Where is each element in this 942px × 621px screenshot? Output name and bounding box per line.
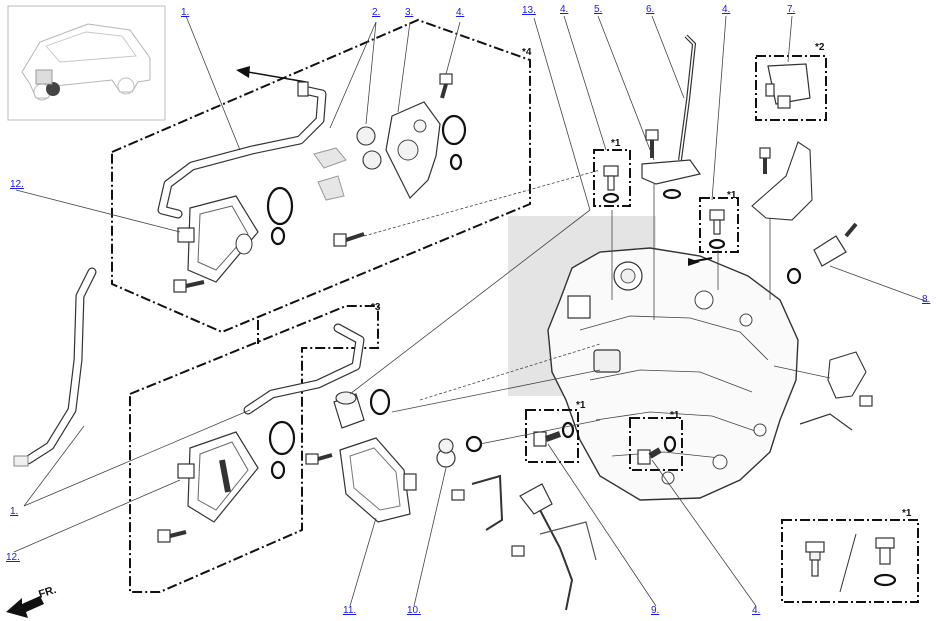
label-part-5[interactable]: 5. xyxy=(594,4,602,15)
note-frame-1-legend xyxy=(781,519,919,603)
label-part-7[interactable]: 7. xyxy=(787,4,795,15)
bolt-box-1a xyxy=(602,165,620,204)
o-ring-small-lower xyxy=(270,460,286,480)
label-part-1-top[interactable]: 1. xyxy=(181,7,189,18)
label-part-4-bottom[interactable]: 4. xyxy=(752,605,760,616)
bolt-lower-a xyxy=(157,529,187,543)
label-part-13[interactable]: 13. xyxy=(522,5,536,16)
harness-bracket xyxy=(451,474,597,611)
note-frame-1c xyxy=(525,409,579,463)
transmission-assembly xyxy=(508,216,799,501)
o-ring-small-upper xyxy=(270,226,286,246)
bolt-lower-b xyxy=(305,453,333,465)
o-ring-top xyxy=(441,114,467,146)
o-ring-large-lower xyxy=(268,420,296,456)
note-markers: *4 *2 *1 *1 *3 *1 *1 *1 xyxy=(371,42,912,519)
bolt-box-1c xyxy=(533,421,575,447)
ghost-fittings xyxy=(313,147,347,201)
bolt-upper-b xyxy=(333,232,365,247)
bolt-box-1d xyxy=(637,435,677,465)
front-arrow-icon xyxy=(6,596,44,618)
label-part-9[interactable]: 9. xyxy=(651,605,659,616)
front-direction-indicator: FR. xyxy=(6,584,58,618)
direction-arrow-upper xyxy=(236,66,307,83)
vehicle-locator xyxy=(7,5,166,121)
mount-bracket-right xyxy=(799,351,873,431)
legend-divider xyxy=(839,533,857,593)
note-1-legend: *1 xyxy=(902,508,912,519)
note-frame-1a xyxy=(593,149,631,207)
label-part-4-second[interactable]: 4. xyxy=(560,4,568,15)
washer-10 xyxy=(465,435,483,453)
callout-labels: 1. 2. 3. 4. 13. 4. 5. 6. 4. 7. 12. 8. 1.… xyxy=(6,4,930,616)
leader-lines xyxy=(13,15,929,607)
note-1-d: *1 xyxy=(670,410,680,421)
oil-cooler-lower xyxy=(177,431,259,523)
bolt-upper-a xyxy=(173,279,205,293)
legend-bolt-b xyxy=(873,537,897,587)
label-part-4-third[interactable]: 4. xyxy=(722,4,730,15)
seal-washers xyxy=(356,126,382,170)
o-ring-large-upper xyxy=(266,186,294,226)
label-part-1-bottom[interactable]: 1. xyxy=(10,506,18,517)
group-frame-4 xyxy=(111,18,531,334)
sensor-bracket xyxy=(751,141,813,221)
control-module-11 xyxy=(339,437,417,523)
note-2: *2 xyxy=(815,42,825,53)
bracket-5 xyxy=(641,129,702,200)
note-1-c: *1 xyxy=(576,400,586,411)
o-ring-top-small xyxy=(449,153,463,171)
group-frame-3 xyxy=(129,305,379,593)
label-part-10[interactable]: 10. xyxy=(407,605,421,616)
drain-plug-10 xyxy=(436,438,456,468)
dipstick-6 xyxy=(678,34,697,161)
note-frame-2 xyxy=(755,55,827,121)
sensor-8 xyxy=(786,222,858,285)
label-part-12-bottom[interactable]: 12. xyxy=(6,552,20,563)
fitting-13 xyxy=(333,391,365,429)
sensor-7 xyxy=(765,63,811,109)
label-part-2[interactable]: 2. xyxy=(372,7,380,18)
oil-cooler-upper xyxy=(177,195,259,283)
water-hose-left xyxy=(13,267,97,467)
thermostat-housing xyxy=(385,101,441,200)
legend-bolt-a xyxy=(805,541,825,577)
water-hose-lower xyxy=(243,323,365,415)
note-1-b: *1 xyxy=(727,190,737,201)
o-ring-13 xyxy=(369,388,391,416)
label-part-6[interactable]: 6. xyxy=(646,4,654,15)
label-part-12-top[interactable]: 12. xyxy=(10,179,24,190)
note-frame-1d xyxy=(629,417,683,471)
note-4: *4 xyxy=(522,47,532,58)
note-frame-1b xyxy=(699,197,739,253)
label-part-8[interactable]: 8. xyxy=(922,294,930,305)
label-part-3[interactable]: 3. xyxy=(405,7,413,18)
water-hose-upper xyxy=(157,81,327,219)
bolt-top-4 xyxy=(439,73,453,99)
note-1-a: *1 xyxy=(611,138,621,149)
label-part-11[interactable]: 11. xyxy=(343,605,356,616)
front-label: FR. xyxy=(37,584,58,601)
label-part-4-top[interactable]: 4. xyxy=(456,7,464,18)
bolt-box-1b xyxy=(708,209,726,250)
note-3: *3 xyxy=(371,302,381,313)
